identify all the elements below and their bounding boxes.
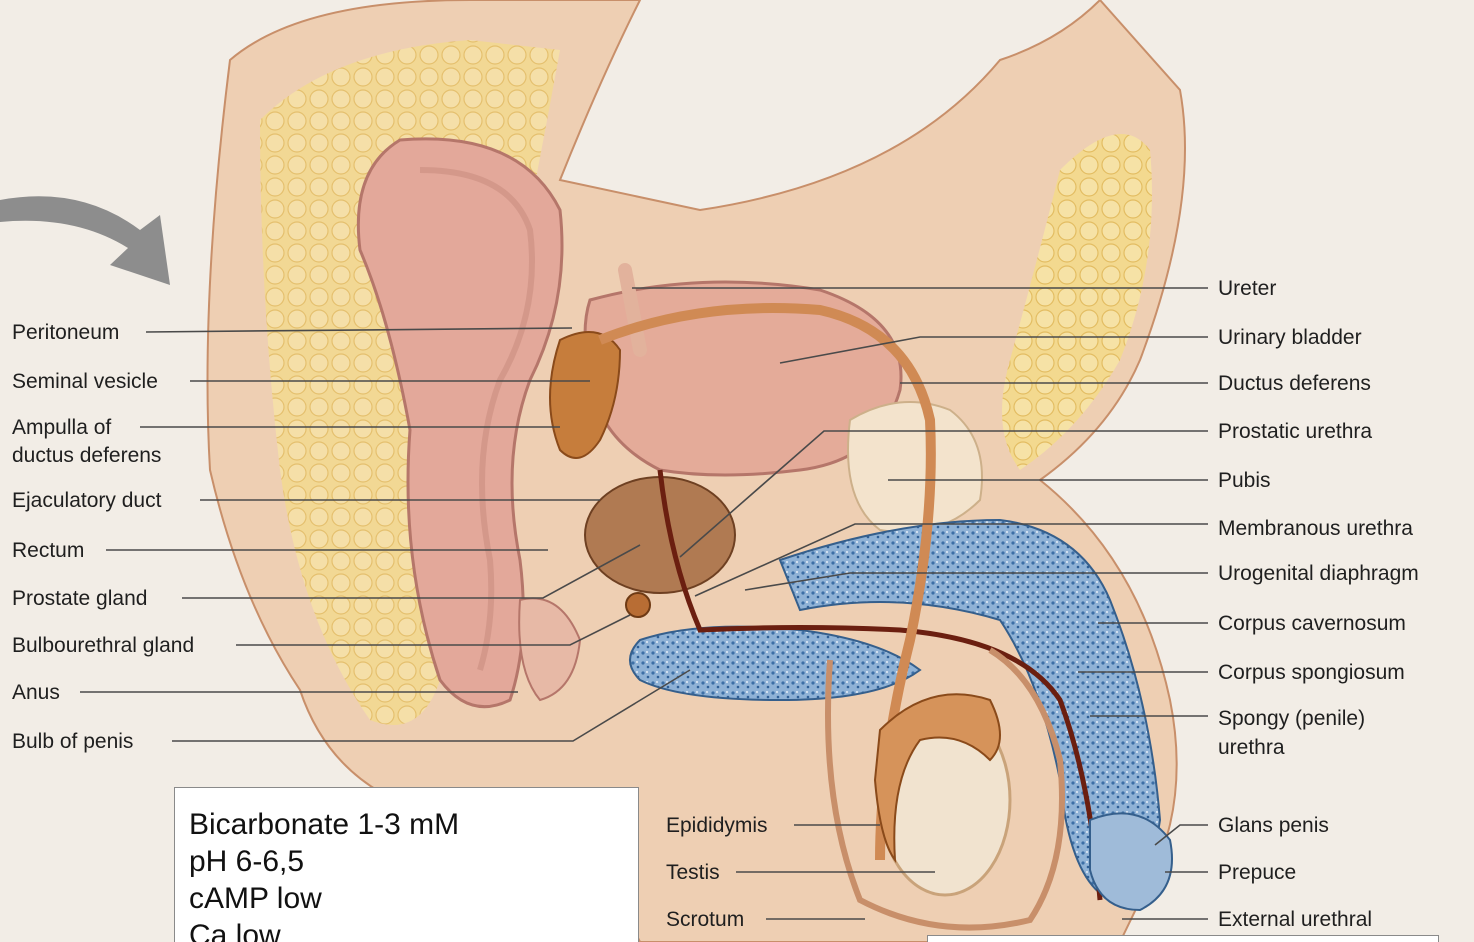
- label-anus: Anus: [12, 680, 60, 705]
- label-prostate-gland: Prostate gland: [12, 586, 147, 611]
- label-spongy-urethra-line2: urethra: [1218, 735, 1285, 760]
- label-urinary-bladder: Urinary bladder: [1218, 325, 1362, 350]
- secondary-info-box: [927, 935, 1439, 942]
- label-epididymis: Epididymis: [666, 813, 768, 838]
- glans-penis-shape: [1090, 813, 1172, 910]
- curved-arrow-icon: [0, 196, 170, 285]
- label-bulbourethral-gland: Bulbourethral gland: [12, 633, 194, 658]
- label-corpus-spongiosum: Corpus spongiosum: [1218, 660, 1405, 685]
- label-spongy-urethra-line1: Spongy (penile): [1218, 706, 1365, 731]
- label-ejaculatory-duct: Ejaculatory duct: [12, 488, 161, 513]
- label-ductus-deferens: Ductus deferens: [1218, 371, 1371, 396]
- label-membranous-urethra: Membranous urethra: [1218, 516, 1413, 541]
- label-bulb-of-penis: Bulb of penis: [12, 729, 133, 754]
- info-box: Bicarbonate 1-3 mM pH 6-6,5 cAMP low Ca …: [174, 787, 639, 942]
- label-peritoneum: Peritoneum: [12, 320, 119, 345]
- info-line-camp: cAMP low: [189, 880, 638, 917]
- label-glans-penis: Glans penis: [1218, 813, 1329, 838]
- label-corpus-cavernosum: Corpus cavernosum: [1218, 611, 1406, 636]
- label-external-urethral: External urethral: [1218, 907, 1372, 932]
- info-line-ph: pH 6-6,5: [189, 843, 638, 880]
- label-prostatic-urethra: Prostatic urethra: [1218, 419, 1372, 444]
- info-line-ca: Ca low: [189, 917, 638, 942]
- label-ureter: Ureter: [1218, 276, 1276, 301]
- info-line-bicarbonate: Bicarbonate 1-3 mM: [189, 806, 638, 843]
- label-seminal-vesicle: Seminal vesicle: [12, 369, 158, 394]
- bulbourethral-gland-shape: [626, 593, 650, 617]
- pubis-shape: [848, 402, 982, 532]
- label-ampulla-line1: Ampulla of: [12, 415, 111, 440]
- label-testis: Testis: [666, 860, 720, 885]
- label-ampulla-line2: ductus deferens: [12, 443, 161, 468]
- label-urogenital-diaphragm: Urogenital diaphragm: [1218, 561, 1419, 586]
- label-rectum: Rectum: [12, 538, 84, 563]
- label-prepuce: Prepuce: [1218, 860, 1296, 885]
- label-scrotum: Scrotum: [666, 907, 744, 932]
- label-pubis: Pubis: [1218, 468, 1271, 493]
- prostate-gland-shape: [585, 477, 735, 593]
